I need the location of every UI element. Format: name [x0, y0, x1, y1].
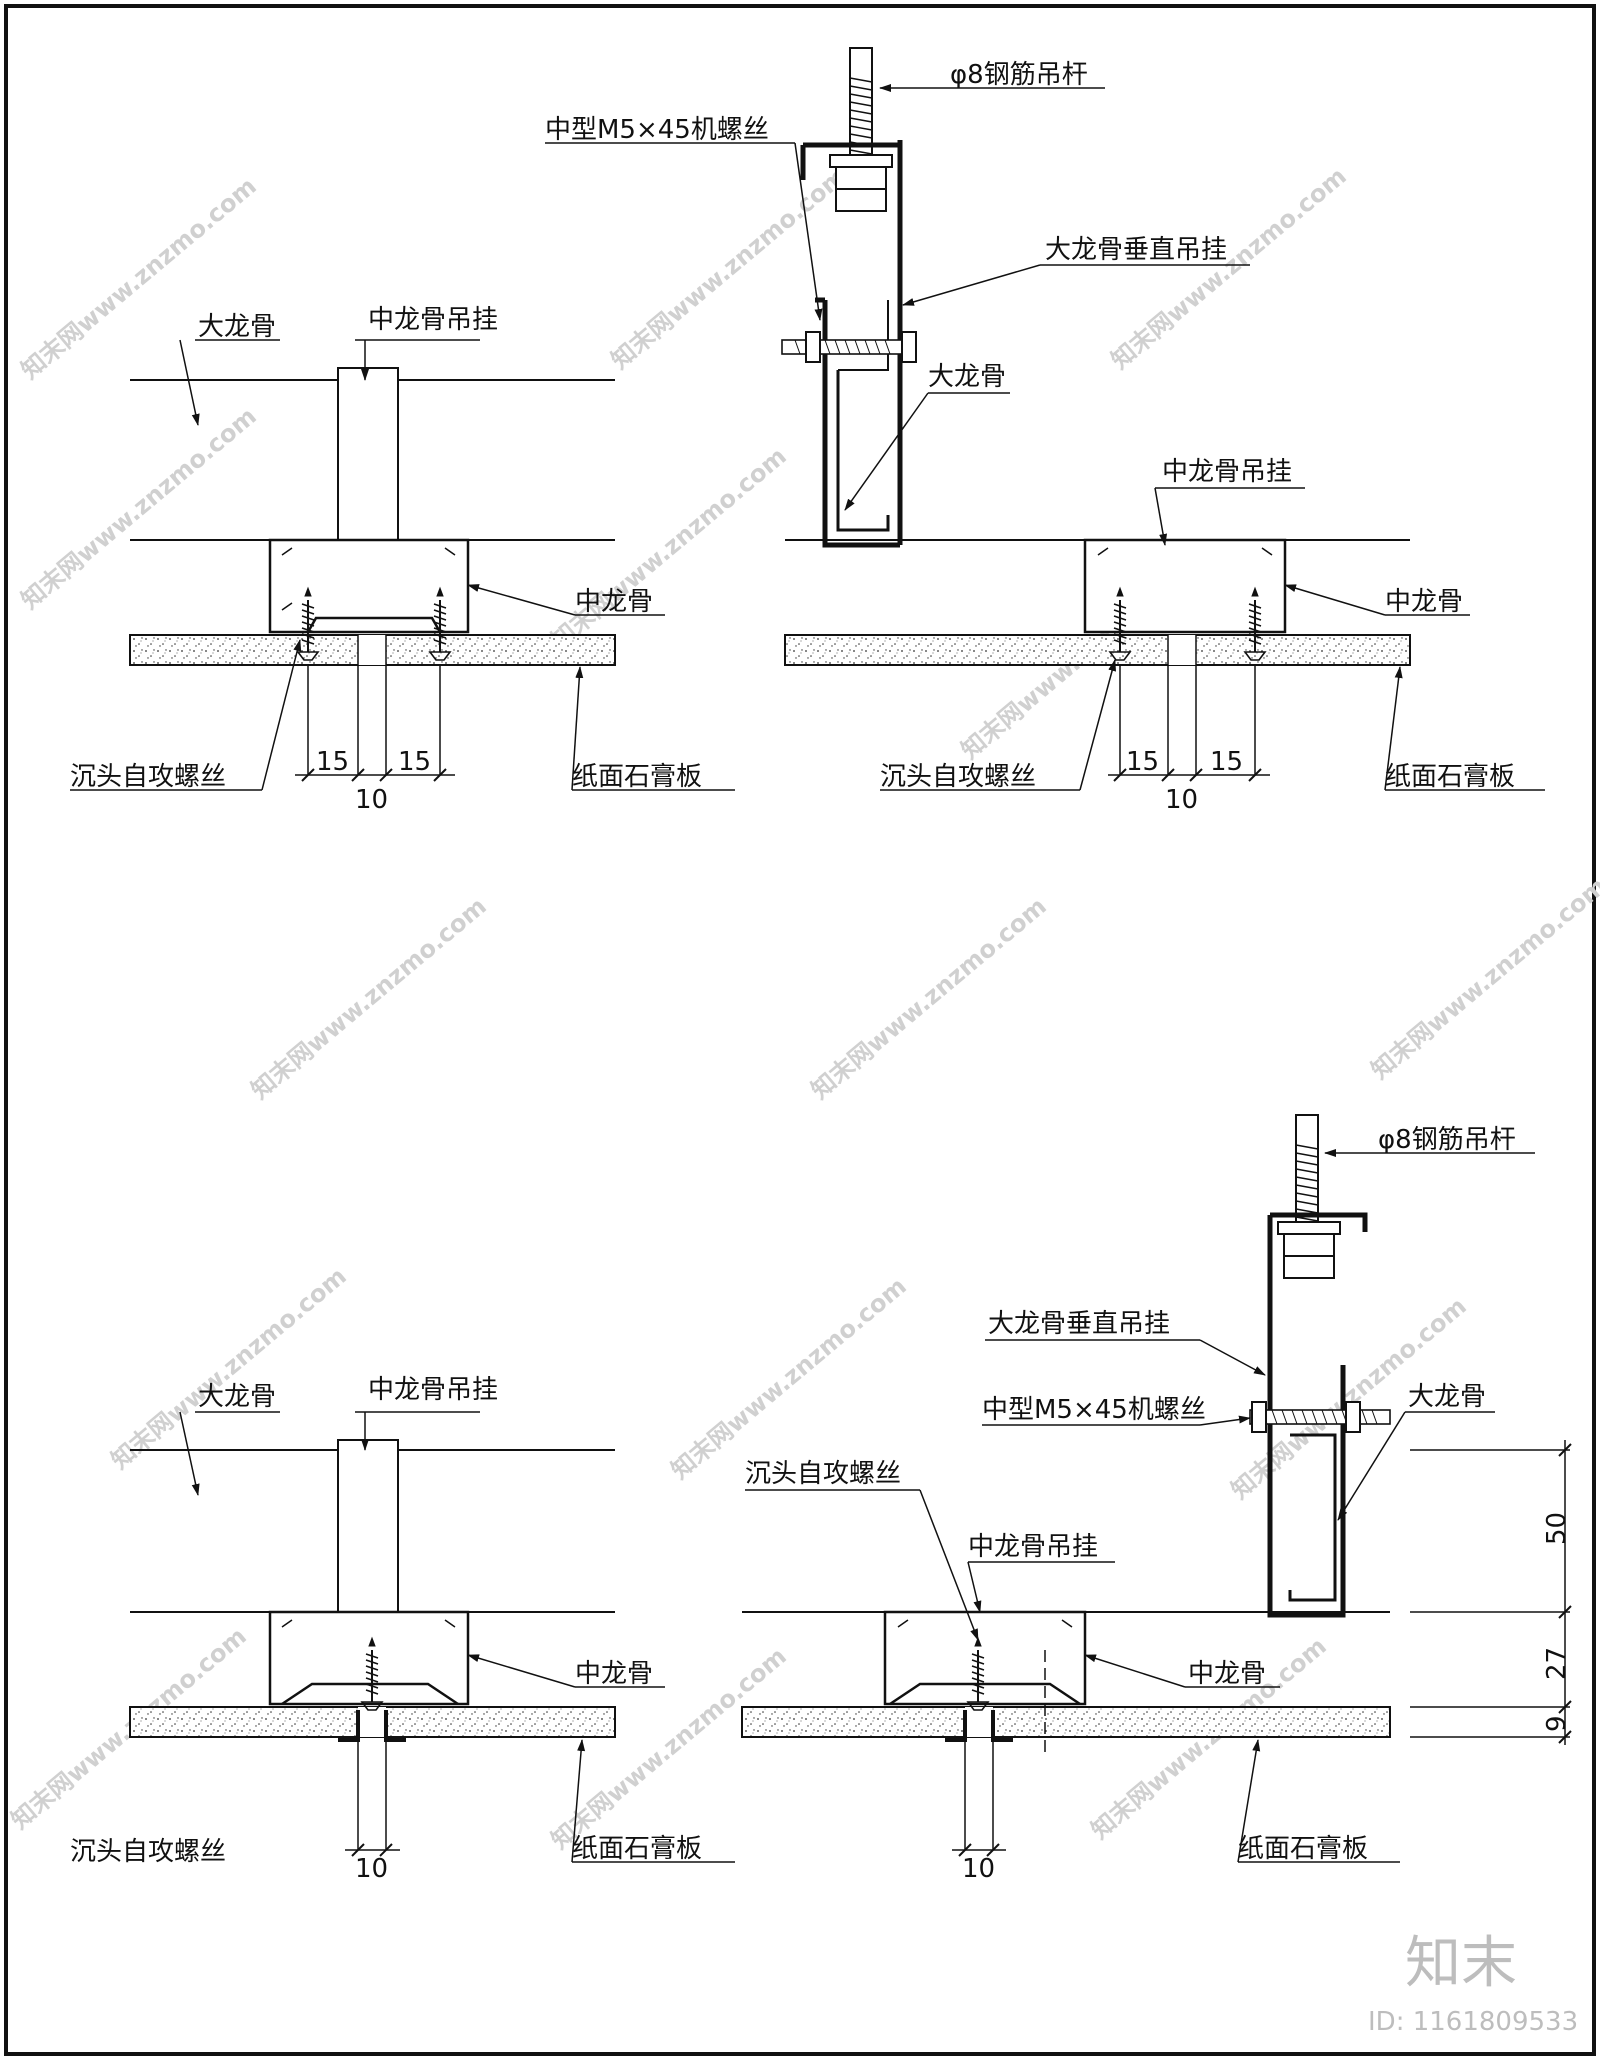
- watermark-text: 知末网www.znzmo.com: [806, 892, 1052, 1105]
- dim-15-right: 15: [1210, 747, 1243, 777]
- label-mid-keel: 中龙骨: [1188, 1659, 1266, 1689]
- label-gypsum-board: 纸面石膏板: [572, 1834, 702, 1864]
- label-main-keel: 大龙骨: [198, 312, 276, 342]
- brand-logo-watermark: 知末: [1405, 1931, 1517, 1996]
- watermark-text: 知末网www.znzmo.com: [546, 442, 792, 655]
- label-mid-hanger: 中龙骨吊挂: [368, 1375, 498, 1405]
- watermark-text: 知末网www.znzmo.com: [246, 892, 492, 1105]
- label-self-tap-screw: 沉头自攻螺丝: [70, 1837, 226, 1867]
- label-main-keel: 大龙骨: [1408, 1382, 1486, 1412]
- label-rod: φ8钢筋吊杆: [950, 60, 1088, 90]
- watermark-text: 知末网www.znzmo.com: [106, 1262, 352, 1475]
- watermark-text: 知末网www.znzmo.com: [16, 172, 262, 385]
- label-machine-screw: 中型M5×45机螺丝: [545, 115, 769, 145]
- dim-10: 10: [355, 785, 388, 815]
- label-main-hanger: 大龙骨垂直吊挂: [1045, 235, 1227, 265]
- image-id-watermark: ID: 1161809533: [1368, 2007, 1578, 2037]
- label-gypsum-board: 纸面石膏板: [572, 762, 702, 792]
- label-self-tap-screw: 沉头自攻螺丝: [880, 762, 1036, 792]
- dim-9: 9: [1542, 1715, 1572, 1732]
- dim-10: 10: [1165, 785, 1198, 815]
- dim-27: 27: [1542, 1647, 1572, 1680]
- dim-10: 10: [962, 1854, 995, 1884]
- detail-2: [545, 47, 1545, 791]
- drawing-frame: [4, 4, 1596, 2056]
- watermark-text: 知末网www.znzmo.com: [666, 1272, 912, 1485]
- dim-10: 10: [355, 1854, 388, 1884]
- dim-50: 50: [1542, 1512, 1572, 1545]
- label-mid-hanger: 中龙骨吊挂: [968, 1532, 1098, 1562]
- label-mid-keel: 中龙骨: [575, 587, 653, 617]
- label-mid-keel: 中龙骨: [1385, 587, 1463, 617]
- watermark-text: 知末网www.znzmo.com: [1366, 872, 1600, 1085]
- label-main-hanger: 大龙骨垂直吊挂: [988, 1309, 1170, 1339]
- dim-15-right: 15: [398, 747, 431, 777]
- label-mid-hanger: 中龙骨吊挂: [368, 305, 498, 335]
- label-gypsum-board: 纸面石膏板: [1385, 762, 1515, 792]
- detail-4: [741, 1114, 1572, 1863]
- dim-15-left: 15: [316, 747, 349, 777]
- label-self-tap-screw: 沉头自攻螺丝: [70, 762, 226, 792]
- detail-3: [129, 1411, 735, 1863]
- label-mid-hanger: 中龙骨吊挂: [1162, 457, 1292, 487]
- label-self-tap-screw: 沉头自攻螺丝: [745, 1459, 901, 1489]
- label-mid-keel: 中龙骨: [575, 1659, 653, 1689]
- watermark-text: 知末网www.znzmo.com: [16, 402, 262, 615]
- detail-1: [70, 339, 735, 791]
- watermark-text: 知末网www.znzmo.com: [1106, 162, 1352, 375]
- label-main-keel: 大龙骨: [198, 1382, 276, 1412]
- label-rod: φ8钢筋吊杆: [1378, 1125, 1516, 1155]
- label-gypsum-board: 纸面石膏板: [1238, 1834, 1368, 1864]
- label-main-keel: 大龙骨: [928, 362, 1006, 392]
- watermark-group: 知末网www.znzmo.com 知末网www.znzmo.com 知末网www…: [6, 162, 1600, 1855]
- dim-15-left: 15: [1126, 747, 1159, 777]
- label-machine-screw: 中型M5×45机螺丝: [982, 1395, 1206, 1425]
